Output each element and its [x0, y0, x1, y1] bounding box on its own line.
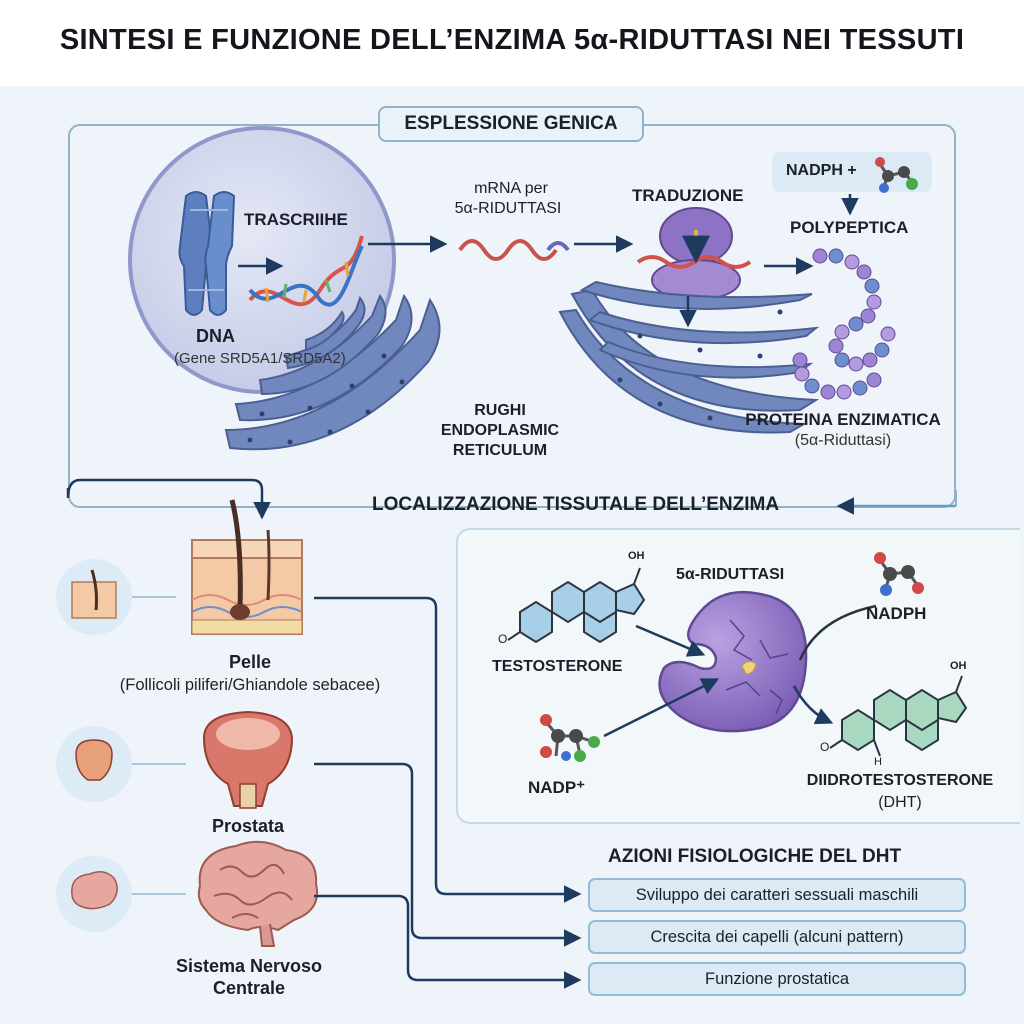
translation-label: TRADUZIONE	[632, 186, 744, 205]
testosterone-structure	[519, 580, 646, 644]
arrow-prostate-to-action-2	[314, 762, 582, 947]
arrow-brain-to-action-3	[314, 894, 582, 989]
ribosome-icon	[636, 207, 752, 301]
testosterone-oh-label: OH	[628, 550, 645, 562]
nadph-label: NADPH +	[786, 162, 857, 179]
dna-gene-label: (Gene SRD5A1/SRD5A2)	[174, 350, 346, 367]
nadph-molecule-icon-top	[875, 157, 918, 193]
localization-title: LOCALIZZAZIONE TISSUTALE DELL’ENZIMA	[372, 494, 780, 515]
amino-acid-bead	[820, 384, 836, 400]
protein-label: PROTEINA ENZIMATICA	[745, 410, 941, 429]
prostate-mini-icon	[56, 726, 132, 802]
dht-h-label: H	[874, 756, 882, 768]
enzyme-5a-reductase-icon	[658, 590, 808, 733]
dht-oh-label: OH	[950, 660, 967, 672]
skin-mini-icon	[56, 559, 132, 635]
amino-acid-bead	[844, 254, 860, 270]
er-label-3: RETICULUM	[452, 442, 548, 459]
amino-acid-bead	[862, 352, 878, 368]
tissue-skin-label: Pelle	[228, 652, 272, 672]
chromosome-icon	[178, 191, 236, 316]
arrow-nadp-to-enzyme	[603, 678, 720, 738]
tissue-cns-label-2: Centrale	[212, 978, 286, 998]
arrow-testosterone-to-enzyme	[635, 624, 706, 657]
amino-acid-bead	[836, 384, 852, 400]
gene-expression-label: ESPLESSIONE GENICA	[378, 106, 644, 142]
prostate-icon	[202, 710, 294, 809]
amino-acid-bead	[812, 248, 828, 264]
amino-acid-bead	[804, 378, 820, 394]
action-item-2: Crescita dei capelli (alcuni pattern)	[588, 920, 966, 954]
skin-icon	[191, 499, 303, 635]
nadph-reaction-label: NADPH	[866, 604, 927, 623]
polypeptide-label: POLYPEPTICA	[790, 218, 909, 237]
brain-icon	[197, 840, 318, 947]
ribosome-dots-left	[247, 353, 405, 445]
rough-er-left-icon	[224, 293, 441, 451]
rough-er-right-icon	[558, 280, 820, 434]
tissue-cns-label-1: Sistema Nervoso	[175, 956, 323, 976]
nadp-label: NADP⁺	[528, 778, 586, 797]
protein-sub-label: (5α-Riduttasi)	[794, 432, 892, 449]
amino-acid-bead	[874, 342, 890, 358]
amino-acid-bead	[880, 326, 896, 342]
arrow-enzyme-to-dht	[792, 685, 834, 725]
nadp-molecule-icon	[540, 714, 600, 762]
tissue-skin-detail: (Follicoli piliferi/Ghiandole sebacee)	[119, 676, 381, 694]
dna-label: DNA	[196, 326, 235, 346]
ribosome-dots-right	[617, 309, 783, 423]
amino-acid-bead	[866, 294, 882, 310]
amino-acid-bead	[848, 316, 864, 332]
amino-acid-bead	[852, 380, 868, 396]
arrow-nadph-curve	[798, 604, 877, 661]
amino-acid-bead	[794, 366, 810, 382]
testosterone-label: TESTOSTERONE	[492, 658, 623, 675]
amino-acid-bead	[834, 352, 850, 368]
dht-structure	[841, 688, 968, 752]
amino-acid-bead	[860, 308, 876, 324]
amino-acid-bead	[866, 372, 882, 388]
mrna-strand-icon	[458, 239, 558, 261]
enzyme-label: 5α-RIDUTTASI	[676, 566, 785, 583]
amino-acid-bead	[834, 324, 850, 340]
amino-acid-bead	[856, 264, 872, 280]
er-label-1: RUGHI	[474, 402, 526, 419]
transcription-label: TRASCRIIHE	[244, 210, 348, 229]
dht-label-1: DIIDROTESTOSTERONE	[806, 772, 994, 789]
dht-label-2: (DHT)	[878, 794, 922, 811]
dna-helix-icon	[248, 235, 364, 307]
title-bar	[0, 0, 1024, 86]
brain-mini-icon	[56, 856, 132, 932]
er-label-2: ENDOPLASMIC	[440, 422, 560, 439]
tissue-prostate-label: Prostata	[211, 816, 285, 836]
amino-acid-bead	[864, 278, 880, 294]
action-item-1: Sviluppo dei caratteri sessuali maschili	[588, 878, 966, 912]
polypeptide-chain-icon	[792, 248, 896, 400]
amino-acid-bead	[828, 248, 844, 264]
arrow-skin-to-action-1	[314, 596, 582, 903]
actions-title: AZIONI FISIOLOGICHE DEL DHT	[608, 846, 902, 867]
mrna-label-2: 5α-RIDUTTASI	[454, 200, 562, 217]
dht-o-label: O	[820, 740, 830, 754]
testosterone-o-label: O	[498, 632, 508, 646]
arrow-panel-to-skin	[66, 478, 271, 520]
amino-acid-bead	[828, 338, 844, 354]
nadph-molecule-icon-reaction	[874, 552, 924, 596]
amino-acid-bead	[792, 352, 808, 368]
amino-acid-bead	[848, 356, 864, 372]
mrna-label-1: mRNA per	[474, 180, 548, 197]
action-item-3: Funzione prostatica	[588, 962, 966, 996]
page-title: SINTESI E FUNZIONE DELL’ENZIMA 5α-RIDUTT…	[59, 24, 965, 56]
